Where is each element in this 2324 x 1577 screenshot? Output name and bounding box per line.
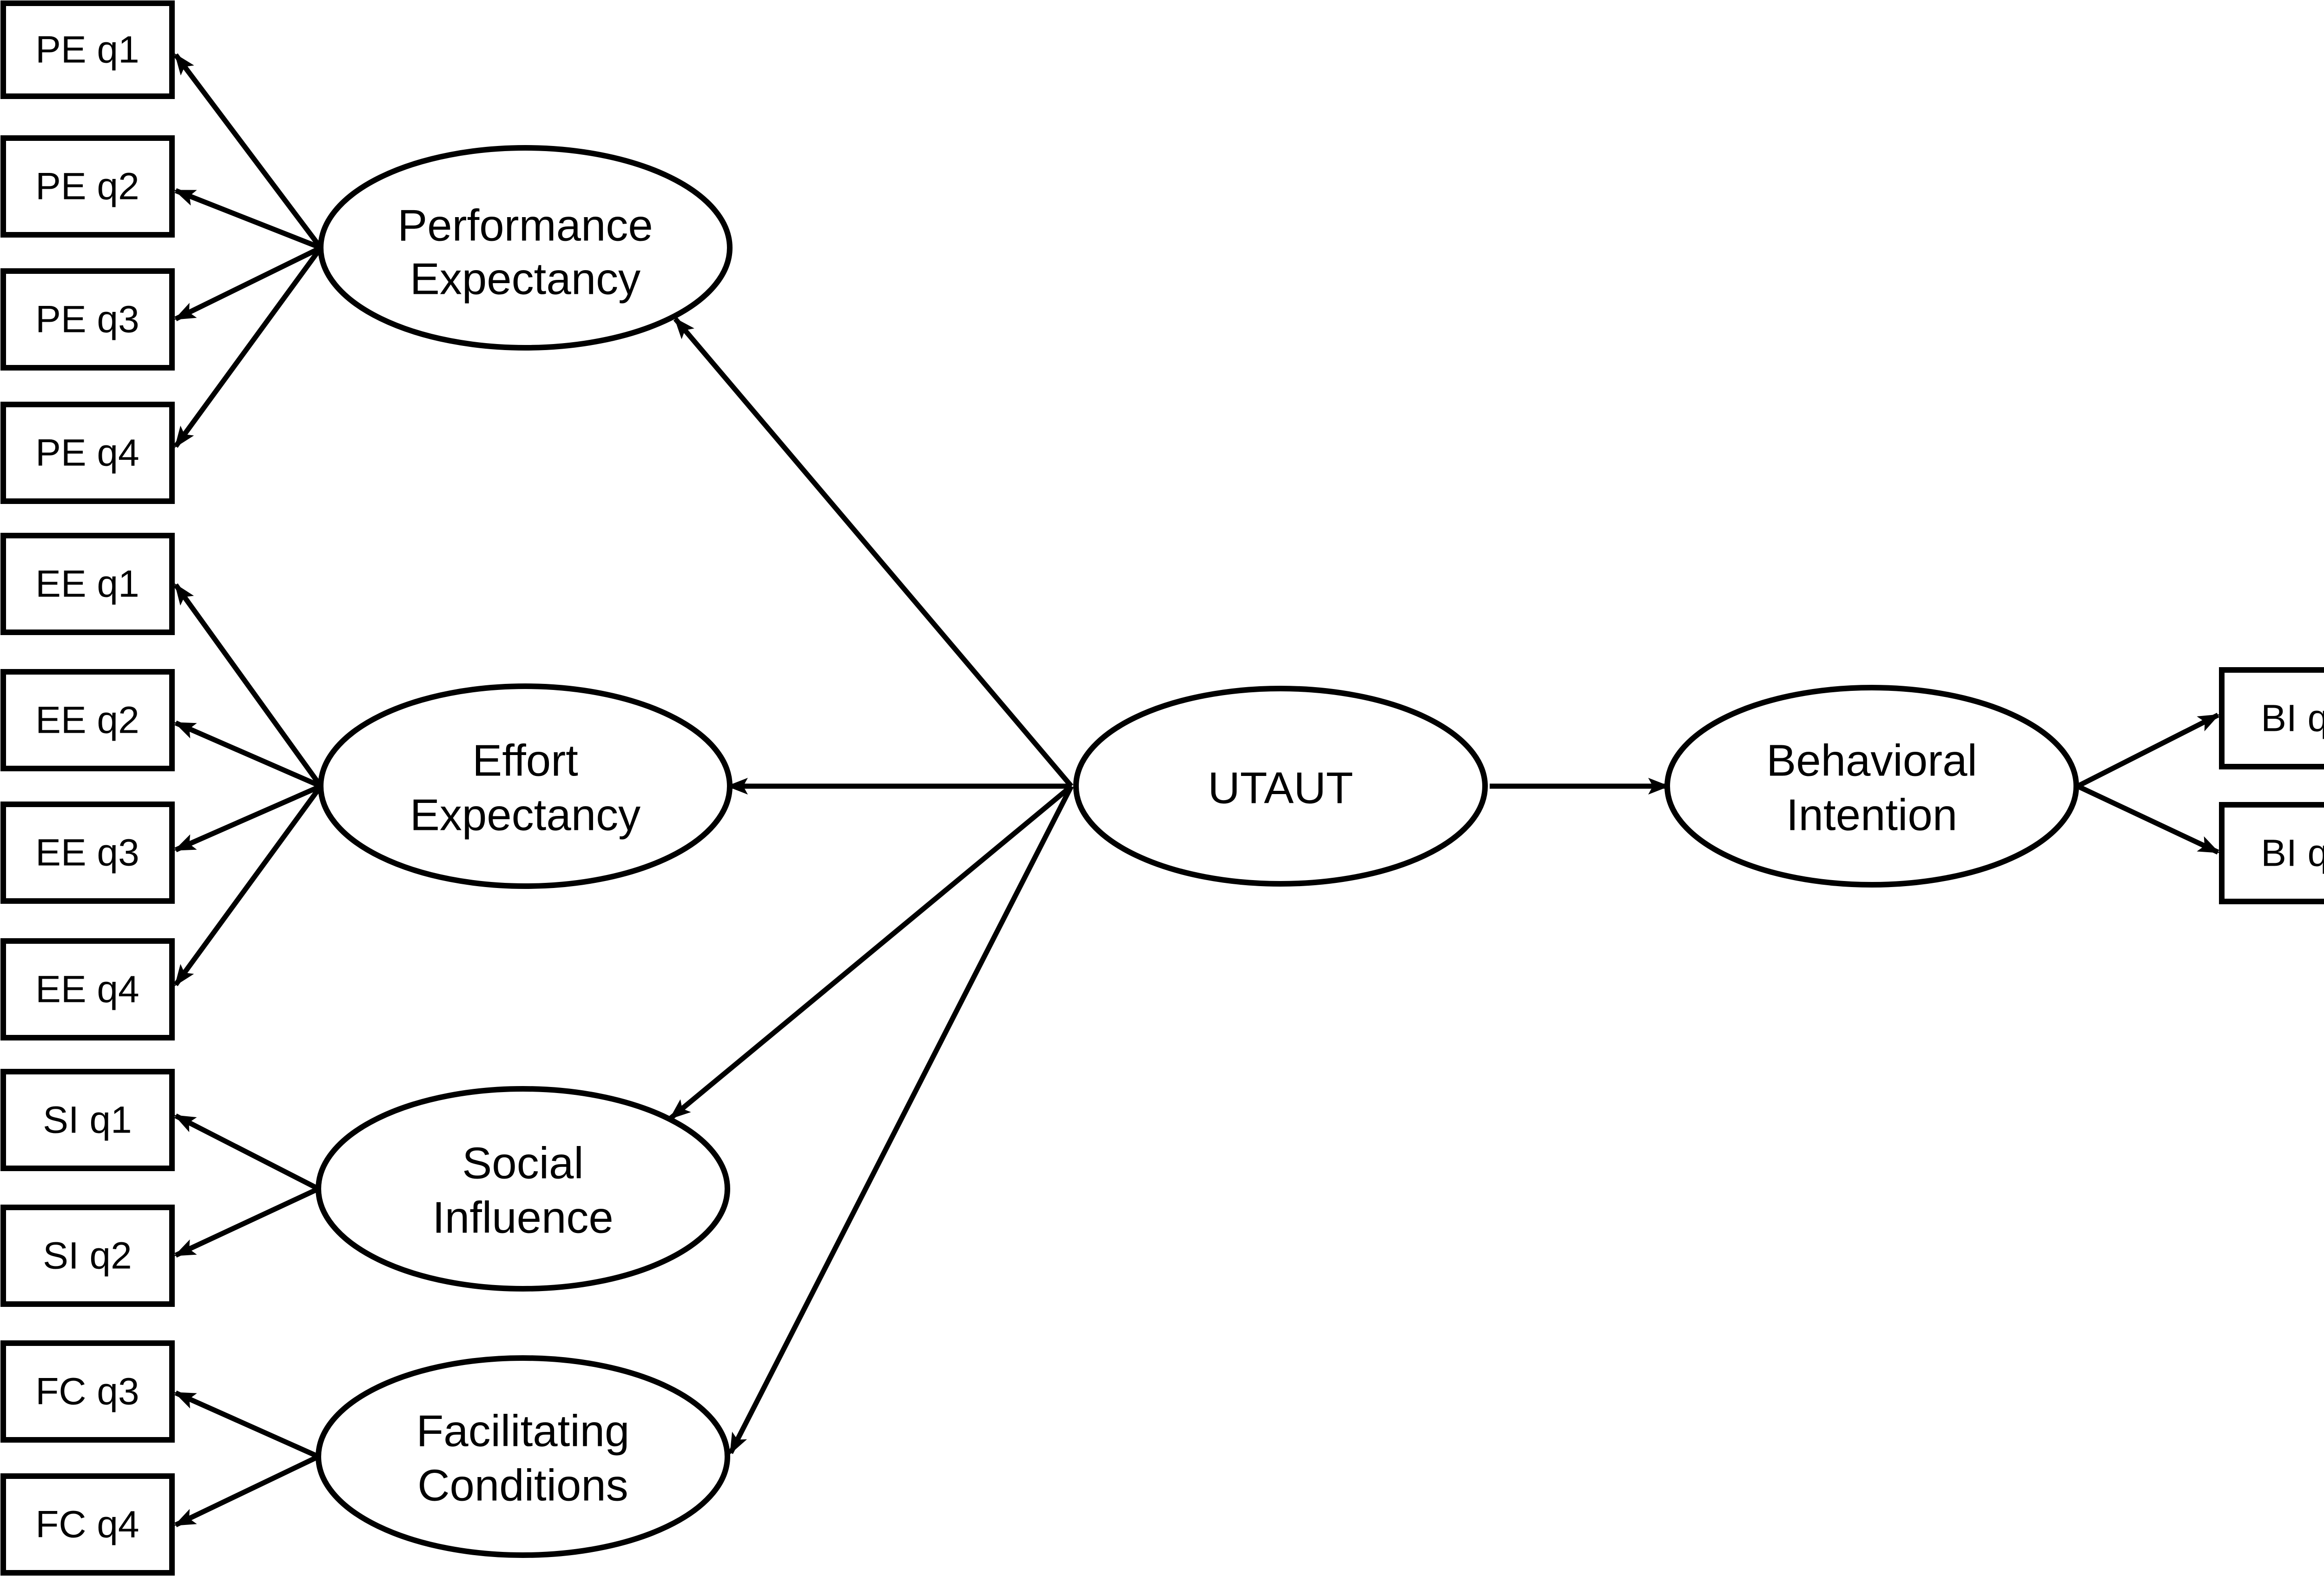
construct-facilitating-conditions: Facilitating Conditions	[316, 1355, 730, 1558]
construct-label-line1: Facilitating	[416, 1406, 630, 1456]
arrow-ee-to-ee-q3	[174, 783, 322, 853]
arrow-pe-to-pe-q3	[174, 245, 322, 321]
indicator-pe-q3: PE q3	[0, 268, 175, 371]
arrow-utaut-to-performance-expectancy	[673, 317, 1074, 788]
arrow-bi-to-bi-q2	[2076, 784, 2220, 855]
indicator-ee-q4: EE q4	[0, 938, 175, 1040]
indicator-pe-q4: PE q4	[0, 402, 175, 504]
arrow-si-to-si-q2	[174, 1186, 320, 1258]
arrow-bi-to-bi-q1	[2076, 713, 2220, 788]
indicator-label: EE q2	[35, 699, 139, 742]
indicator-boxes-left: PE q1 PE q2 PE q3 PE q4 EE q1 EE q2 EE q…	[0, 0, 175, 1576]
construct-label-line2: Conditions	[417, 1461, 628, 1511]
arrow-ee-to-ee-q1	[173, 583, 323, 788]
construct-effort-expectancy: Effort Expectancy	[318, 683, 733, 889]
construct-performance-expectancy: Performance Expectancy	[318, 145, 733, 351]
arrow-fc-to-fc-q3	[174, 1390, 320, 1459]
indicator-label: FC q4	[35, 1504, 139, 1546]
constructs: Performance Expectancy Effort Expectancy…	[316, 145, 2079, 1558]
construct-label-line2: Influence	[432, 1193, 614, 1243]
indicator-bi-q2: BI q2	[2219, 802, 2324, 904]
arrow-utaut-to-social-influence	[669, 784, 1073, 1120]
indicator-si-q1: SI q1	[0, 1069, 175, 1171]
indicator-boxes-right: BI q1 BI q2	[2219, 667, 2324, 904]
indicator-si-q2: SI q2	[0, 1205, 175, 1307]
arrow-fc-to-fc-q4	[174, 1454, 320, 1527]
indicator-label: PE q3	[35, 298, 139, 341]
indicator-ee-q3: EE q3	[0, 802, 175, 904]
indicator-label: EE q4	[35, 968, 139, 1011]
indicator-label: PE q2	[35, 166, 139, 208]
construct-label-line2: Intention	[1786, 790, 1957, 840]
arrow-utaut-to-facilitating-conditions	[728, 785, 1074, 1455]
construct-label: UTAUT	[1208, 763, 1353, 813]
indicator-bi-q1: BI q1	[2219, 667, 2324, 769]
construct-label-line2: Expectancy	[410, 254, 640, 304]
arrow-pe-to-pe-q1	[173, 53, 323, 250]
arrow-ee-to-ee-q2	[174, 720, 322, 789]
arrow-ee-to-ee-q4	[173, 784, 323, 987]
indicator-label: EE q3	[35, 832, 139, 874]
indicator-ee-q2: EE q2	[0, 669, 175, 771]
indicator-pe-q1: PE q1	[0, 0, 175, 99]
indicator-label: FC q3	[35, 1371, 139, 1413]
indicator-label: SI q1	[43, 1099, 132, 1141]
arrow-si-to-si-q1	[174, 1113, 320, 1191]
construct-label-line1: Effort	[472, 736, 578, 786]
arrow-pe-to-pe-q2	[174, 188, 322, 251]
indicator-label: SI q2	[43, 1235, 132, 1277]
indicator-pe-q2: PE q2	[0, 135, 175, 238]
construct-label-line2: Expectancy	[410, 790, 640, 840]
arrows	[173, 53, 2220, 1527]
construct-behavioral-intention: Behavioral Intention	[1664, 685, 2079, 888]
indicator-label: EE q1	[35, 563, 139, 605]
indicator-label: BI q2	[2261, 832, 2324, 875]
construct-utaut: UTAUT	[1073, 686, 1488, 887]
arrow-pe-to-pe-q4	[173, 246, 323, 448]
construct-label-line1: Behavioral	[1766, 736, 1977, 786]
indicator-label: PE q4	[35, 432, 139, 474]
indicator-label: PE q1	[35, 29, 139, 71]
construct-social-influence: Social Influence	[316, 1086, 730, 1292]
indicator-label: BI q1	[2261, 697, 2324, 740]
indicator-fc-q3: FC q3	[0, 1340, 175, 1443]
indicator-fc-q4: FC q4	[0, 1473, 175, 1576]
construct-label-line1: Performance	[397, 201, 653, 251]
construct-label-line1: Social	[462, 1139, 583, 1188]
indicator-ee-q1: EE q1	[0, 533, 175, 635]
